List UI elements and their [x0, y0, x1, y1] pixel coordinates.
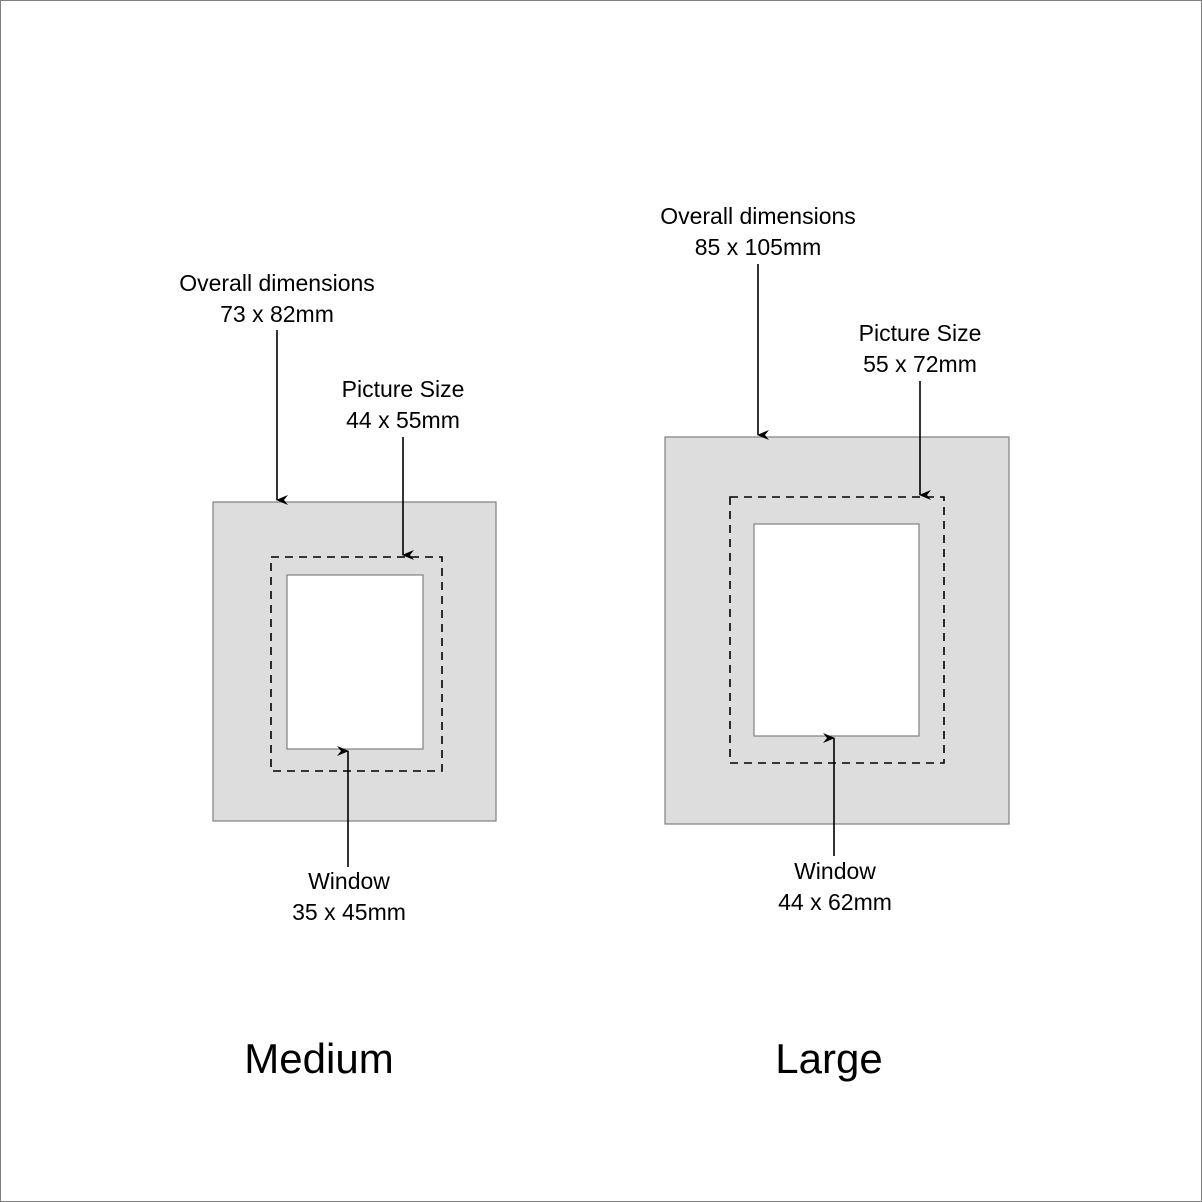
medium-title: Medium — [244, 1035, 394, 1082]
medium-overall-rect — [212, 501, 497, 822]
medium-picture-title: Picture Size — [341, 376, 465, 402]
medium-window-title: Window — [308, 868, 390, 894]
medium-window-label: Window 35 x 45mm — [292, 866, 406, 928]
medium-overall-value: 73 x 82mm — [220, 301, 334, 327]
large-window-label: Window 44 x 62mm — [778, 856, 892, 918]
large-window-rect — [753, 523, 920, 737]
large-picture-title: Picture Size — [858, 320, 982, 346]
large-window-title: Window — [794, 858, 876, 884]
large-overall-title: Overall dimensions — [660, 203, 856, 229]
large-overall-label: Overall dimensions 85 x 105mm — [660, 201, 856, 263]
medium-picture-value: 44 x 55mm — [346, 407, 460, 433]
medium-overall-label: Overall dimensions 73 x 82mm — [179, 268, 375, 330]
large-picture-label: Picture Size 55 x 72mm — [859, 318, 982, 380]
medium-picture-rect — [270, 556, 443, 772]
large-window-value: 44 x 62mm — [778, 889, 892, 915]
medium-picture-label: Picture Size 44 x 55mm — [342, 374, 465, 436]
large-title: Large — [775, 1035, 883, 1082]
medium-mount — [212, 330, 497, 867]
medium-window-value: 35 x 45mm — [292, 899, 406, 925]
large-picture-value: 55 x 72mm — [863, 351, 977, 377]
medium-overall-title: Overall dimensions — [179, 270, 375, 296]
large-mount — [664, 264, 1010, 856]
large-overall-value: 85 x 105mm — [694, 234, 822, 260]
large-picture-rect — [729, 496, 945, 764]
medium-window-rect — [286, 574, 424, 750]
